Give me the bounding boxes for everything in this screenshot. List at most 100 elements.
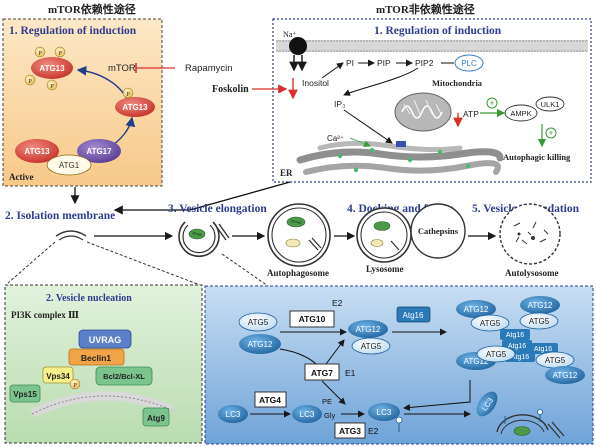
atg13-top-node bbox=[31, 57, 73, 79]
sodium-label: Na⁺ bbox=[283, 30, 297, 39]
mitochondrion bbox=[394, 92, 452, 132]
lc3-d-node bbox=[476, 391, 498, 417]
mtor-dependent-header: mTOR依赖性途径 bbox=[48, 2, 136, 16]
atg13-right-label: ATG13 bbox=[122, 103, 148, 112]
foskolin-label: Foskolin bbox=[212, 84, 249, 95]
atg5-a-label: ATG5 bbox=[248, 318, 269, 327]
ulk1-node bbox=[535, 96, 565, 112]
atg12-b-label: ATG12 bbox=[356, 325, 381, 334]
bcl2-box bbox=[95, 366, 153, 386]
lc3-a-node bbox=[218, 405, 248, 423]
e1-label: E1 bbox=[345, 368, 356, 378]
nucleation-panel: 2. Vesicle nucleation PI3K complex Ⅲ UVR… bbox=[4, 284, 203, 444]
lc3-c-node bbox=[368, 403, 400, 421]
lysosome bbox=[356, 207, 412, 263]
atg3-box bbox=[334, 422, 366, 439]
ampk-node bbox=[504, 104, 538, 122]
mitochondria-label: Mitochondria bbox=[432, 78, 483, 88]
svg-text:Atg16: Atg16 bbox=[506, 332, 524, 339]
atg1-label: ATG1 bbox=[59, 161, 80, 170]
isolation-membrane-label: 2. Isolation membrane bbox=[5, 210, 115, 222]
vesicle-elongation-label: 3. Vesicle elongation bbox=[168, 203, 267, 215]
lc3-a-label: LC3 bbox=[226, 410, 241, 419]
calcium-label: Ca²⁺ bbox=[327, 134, 344, 143]
vps34-label: Vps34 bbox=[46, 372, 70, 381]
svg-text:+: + bbox=[490, 99, 495, 108]
pe-label: PE bbox=[322, 397, 332, 406]
atg13-bottom-label: ATG13 bbox=[24, 147, 50, 156]
right-panel-title: 1. Regulation of induction bbox=[374, 25, 502, 37]
svg-text:P: P bbox=[50, 83, 54, 90]
autolysosome-label: Autolysosome bbox=[505, 268, 559, 278]
svg-text:P: P bbox=[38, 50, 42, 57]
svg-text:P: P bbox=[28, 78, 32, 85]
e2-top-label: E2 bbox=[332, 298, 343, 308]
ulk1-label: ULK1 bbox=[541, 100, 560, 109]
lysosome-label: Lysosome bbox=[366, 264, 404, 274]
atg4-label: ATG4 bbox=[259, 395, 281, 405]
lc3-b-label: LC3 bbox=[300, 410, 315, 419]
atg9-label: Atg9 bbox=[147, 414, 165, 423]
plc-node bbox=[454, 54, 484, 72]
beclin1-box bbox=[68, 348, 125, 366]
svg-text:Atg16: Atg16 bbox=[534, 346, 552, 353]
svg-text:ATG12: ATG12 bbox=[553, 371, 578, 380]
atg10-label: ATG10 bbox=[299, 314, 326, 324]
er-label: ER bbox=[280, 168, 293, 178]
sodium-channel bbox=[289, 37, 307, 55]
cathepsins-label: Cathepsins bbox=[418, 226, 459, 236]
endoplasmic-reticulum bbox=[296, 140, 504, 175]
atg1-node bbox=[46, 154, 92, 176]
atp-label: ATP bbox=[463, 109, 479, 119]
e2-bottom-label: E2 bbox=[368, 426, 379, 436]
svg-text:ATG5: ATG5 bbox=[480, 319, 501, 328]
atg5-b-node bbox=[351, 337, 391, 355]
rapamycin-label: Rapamycin bbox=[185, 63, 233, 74]
nucleation-title: 2. Vesicle nucleation bbox=[46, 293, 132, 304]
svg-text:ATG12: ATG12 bbox=[528, 301, 553, 310]
beclin1-label: Beclin1 bbox=[81, 353, 112, 363]
lc3-c-label: LC3 bbox=[377, 408, 392, 417]
atg5-a-node bbox=[238, 312, 278, 332]
membrane-bilayer bbox=[29, 391, 174, 419]
atg10-box bbox=[289, 310, 335, 328]
svg-text:ATG12: ATG12 bbox=[464, 357, 489, 366]
atg-complex: ATG12 ATG12 ATG5 ATG5 Atg16 Atg16 Atg16 … bbox=[456, 296, 585, 384]
autolysosome bbox=[499, 203, 561, 265]
svg-text:ATG5: ATG5 bbox=[529, 317, 550, 326]
uvrag-label: UVRAG bbox=[89, 335, 122, 345]
cathepsins-vesicle bbox=[410, 203, 466, 259]
atg13-bottom-node bbox=[15, 139, 59, 163]
svg-text:ATG5: ATG5 bbox=[486, 350, 507, 359]
svg-text:Atg16: Atg16 bbox=[508, 343, 526, 350]
svg-text:P: P bbox=[126, 91, 130, 98]
atg12-b-node bbox=[348, 320, 388, 338]
atg5-b-label: ATG5 bbox=[361, 342, 382, 351]
pi-label: PI bbox=[346, 58, 354, 68]
pip-label: PIP bbox=[377, 58, 391, 68]
atg13-top-label: ATG13 bbox=[39, 64, 65, 73]
atg4-box bbox=[254, 391, 287, 408]
atg7-label: ATG7 bbox=[311, 368, 333, 378]
atg3-label: ATG3 bbox=[339, 426, 361, 436]
svg-text:P: P bbox=[58, 50, 62, 57]
atg16-label: Atg16 bbox=[403, 311, 424, 320]
pi3k-complex-label: PI3K complex Ⅲ bbox=[11, 310, 79, 320]
svg-text:P: P bbox=[73, 382, 77, 389]
mtor-independent-header: mTOR非依赖性途径 bbox=[376, 2, 475, 16]
vps34-box bbox=[42, 366, 74, 384]
isolation-membrane-arc bbox=[55, 230, 87, 237]
cell-membrane bbox=[276, 40, 588, 52]
autophagic-killing-label: Autophagic killing bbox=[503, 152, 571, 162]
atg7-box bbox=[304, 363, 340, 381]
autophagosome-label: Autophagosome bbox=[267, 268, 329, 278]
gly-label: Gly bbox=[324, 411, 336, 420]
mtor-label: mTOR bbox=[108, 63, 136, 74]
phagophore-membrane bbox=[496, 409, 565, 439]
conjugation-panel: ATG5 ATG12 E2 ATG10 ATG12 ATG5 Atg16 ATG… bbox=[204, 285, 594, 445]
atg12-a-label: ATG12 bbox=[248, 340, 273, 349]
atg17-node bbox=[77, 139, 121, 163]
lc3-b-node bbox=[292, 405, 322, 423]
